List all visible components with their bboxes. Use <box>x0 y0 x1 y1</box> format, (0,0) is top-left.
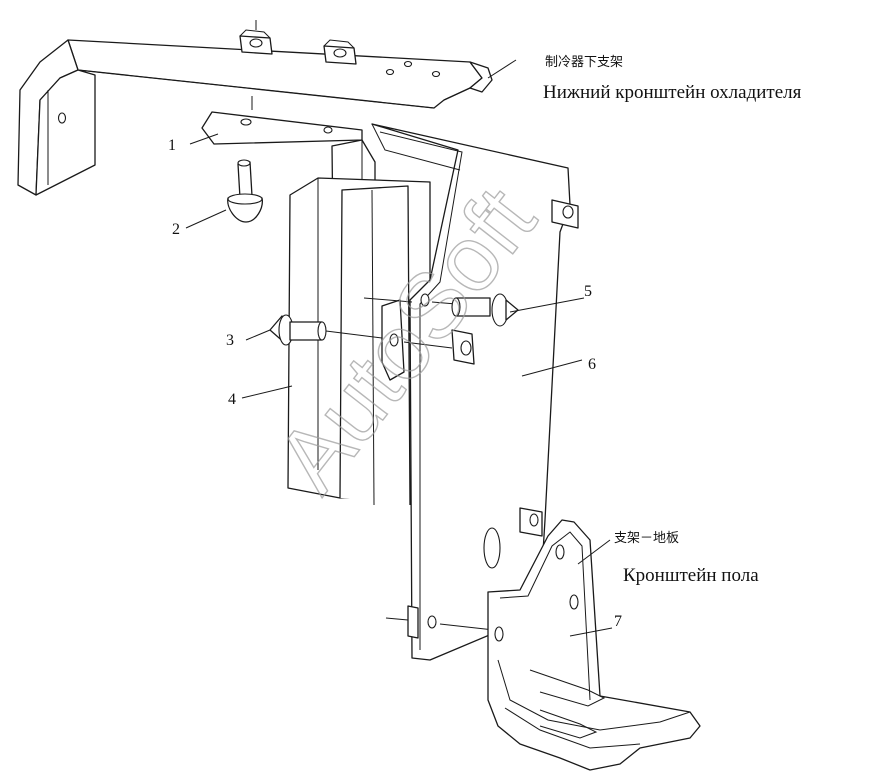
callout-6: 6 <box>588 356 596 373</box>
cooler-bracket-caption-ru: Нижний кронштейн охладителя <box>543 82 802 103</box>
part-5-bolt <box>363 293 519 327</box>
leader-lines <box>185 59 613 637</box>
floor-bracket <box>487 519 701 771</box>
floor-bracket-caption-cn: 支架－地板 <box>614 531 679 546</box>
part-3-bolt <box>269 314 453 349</box>
cooler-bracket-caption-cn: 制冷器下支架 <box>545 55 623 70</box>
callout-3: 3 <box>226 332 234 349</box>
callout-7: 7 <box>614 613 622 630</box>
part-6-main-plate <box>371 123 579 661</box>
part-2-bolt <box>227 159 263 223</box>
callout-4: 4 <box>228 391 236 408</box>
callout-1: 1 <box>168 137 176 154</box>
callout-5: 5 <box>584 283 592 300</box>
cooler-lower-bracket <box>17 20 493 196</box>
floor-bracket-caption-ru: Кронштейн пола <box>623 565 759 586</box>
part-4-plate <box>287 177 431 506</box>
callout-2: 2 <box>172 221 180 238</box>
